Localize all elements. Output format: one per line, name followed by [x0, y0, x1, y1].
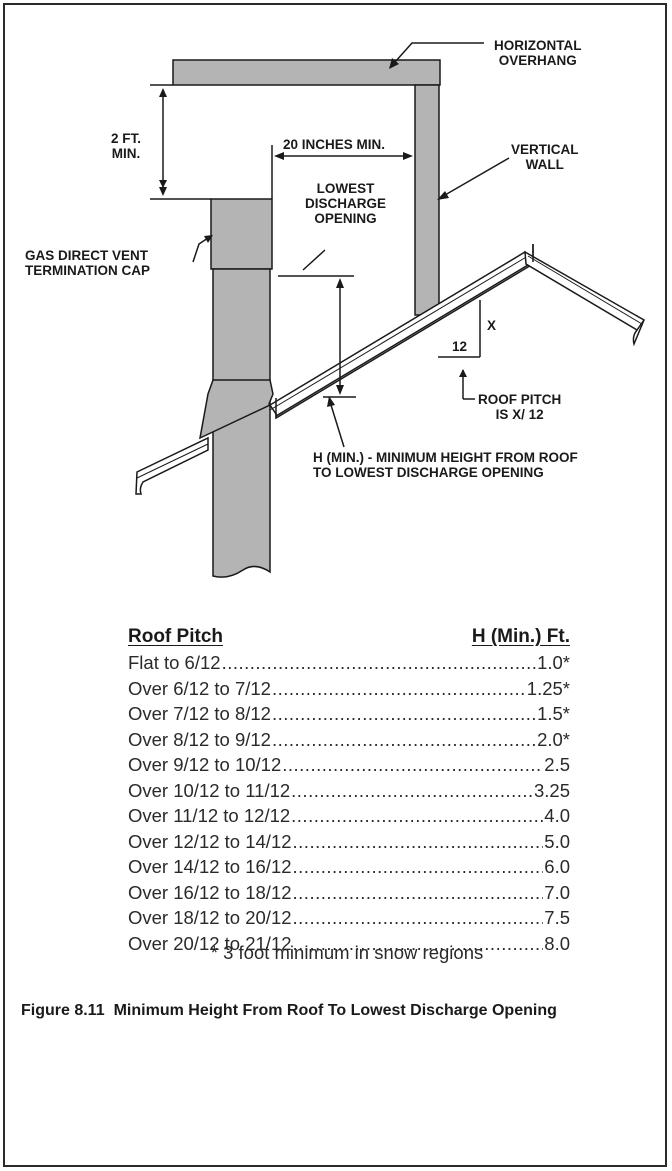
- row-height: 6.0: [544, 856, 570, 877]
- horizontal-overhang-shape: [172, 59, 441, 86]
- vent-diagram: [135, 42, 646, 578]
- row-leader-dots: [222, 650, 537, 676]
- row-leader-dots: [272, 676, 526, 702]
- row-height: 2.0*: [537, 728, 570, 750]
- lowest-discharge-opening-label: LOWEST DISCHARGE OPENING: [305, 181, 387, 226]
- snow-region-note: * 3 foot minimum in snow regions: [210, 942, 484, 963]
- row-pitch: Over 18/12 to 20/12: [128, 907, 292, 928]
- row-height: 1.0*: [537, 652, 570, 673]
- row-height: 7.5: [544, 907, 570, 928]
- roof-right-shape: [524, 250, 646, 332]
- table-row: Over 10/12 to 11/12 3.25: [128, 778, 570, 804]
- roof-pitch-label: ROOF PITCH IS X/ 12: [478, 392, 562, 422]
- table-row: Over 16/12 to 18/12 7.0: [128, 880, 570, 906]
- roof-pitch-table: Roof Pitch H (Min.) Ft. Flat to 6/12 1.0*…: [128, 624, 570, 956]
- figure-number: Figure 8.11: [21, 1002, 105, 1019]
- vent-pipe-shape: [212, 268, 271, 578]
- table-row: Over 7/12 to 8/12 1.5*: [128, 701, 570, 727]
- table-row: Over 6/12 to 7/12 1.25*: [128, 676, 570, 702]
- figure-title: Minimum Height From Roof To Lowest Disch…: [113, 1002, 557, 1019]
- table-row: Over 12/12 to 14/12 5.0: [128, 829, 570, 855]
- table-row: Over 11/12 to 12/12 4.0: [128, 803, 570, 829]
- vertical-wall-leader: [444, 157, 510, 196]
- row-pitch: Over 16/12 to 18/12: [128, 881, 292, 903]
- row-leader-dots: [293, 880, 544, 906]
- row-pitch: Over 7/12 to 8/12: [128, 703, 271, 724]
- pitch-12-label: 12: [452, 339, 468, 354]
- row-height: 8.0: [544, 932, 570, 954]
- row-leader-dots: [293, 854, 544, 880]
- row-pitch: Flat to 6/12: [128, 652, 221, 673]
- table-header: Roof Pitch H (Min.) Ft.: [128, 624, 570, 650]
- termination-cap-shape: [210, 198, 273, 270]
- row-height: 1.25*: [526, 677, 570, 699]
- h-min-leader: [330, 404, 345, 448]
- row-height: 5.0: [544, 830, 570, 852]
- roof-left-shape: [135, 436, 209, 495]
- overhang-leader: [394, 42, 484, 63]
- header-h-min: H (Min.) Ft.: [471, 626, 570, 647]
- figure-frame: [3, 3, 667, 1167]
- h-min-label: H (MIN.) - MINIMUM HEIGHT FROM ROOF TO L…: [313, 450, 578, 480]
- table-row: Over 20/12 to 21/12 8.0: [128, 931, 570, 957]
- row-pitch: Over 10/12 to 11/12: [128, 779, 291, 801]
- row-pitch: Over 9/12 to 10/12: [128, 754, 282, 775]
- gas-vent-leader: [192, 237, 209, 263]
- figure-caption: Figure 8.11 Minimum Height From Roof To …: [21, 1000, 651, 1022]
- table-row: Over 8/12 to 9/12 2.0*: [128, 727, 570, 753]
- row-leader-dots: [291, 778, 533, 804]
- twenty-inches-min-label: 20 INCHES MIN.: [283, 137, 386, 152]
- table-row: Over 18/12 to 20/12 7.5: [128, 905, 570, 931]
- row-height: 7.0: [544, 881, 570, 903]
- row-leader-dots: [293, 829, 544, 855]
- two-ft-min-label: 2 FT. MIN.: [111, 131, 142, 161]
- table-row: Over 9/12 to 10/12 2.5: [128, 752, 570, 778]
- row-pitch: Over 14/12 to 16/12: [128, 856, 292, 877]
- row-pitch: Over 8/12 to 9/12: [128, 728, 271, 750]
- row-leader-dots: [282, 752, 543, 778]
- row-pitch: Over 20/12 to 21/12: [128, 932, 292, 954]
- row-pitch: Over 11/12 to 12/12: [128, 805, 291, 826]
- horizontal-overhang-label: HORIZONTAL OVERHANG: [494, 38, 582, 68]
- row-leader-dots: [293, 905, 544, 931]
- row-height: 2.5: [544, 754, 570, 775]
- pitch-x-label: X: [487, 318, 497, 333]
- table-row: Over 14/12 to 16/12 6.0: [128, 854, 570, 880]
- table-row: Flat to 6/12 1.0*: [128, 650, 570, 676]
- table-rows: Flat to 6/121.0*Over 6/12 to 7/121.25*Ov…: [128, 650, 570, 956]
- row-pitch: Over 12/12 to 14/12: [128, 830, 292, 852]
- vertical-wall-label: VERTICAL WALL: [511, 142, 579, 172]
- gas-direct-vent-label: GAS DIRECT VENT TERMINATION CAP: [25, 248, 150, 278]
- row-leader-dots: [272, 727, 536, 753]
- roof-slope-shape: [268, 251, 535, 418]
- row-height: 3.25: [533, 779, 570, 801]
- vertical-wall-shape: [414, 84, 440, 316]
- row-leader-dots: [291, 803, 543, 829]
- row-height: 4.0: [544, 805, 570, 826]
- row-pitch: Over 6/12 to 7/12: [128, 677, 271, 699]
- row-leader-dots: [272, 701, 536, 727]
- header-roof-pitch: Roof Pitch: [128, 626, 223, 647]
- row-height: 1.5*: [537, 703, 570, 724]
